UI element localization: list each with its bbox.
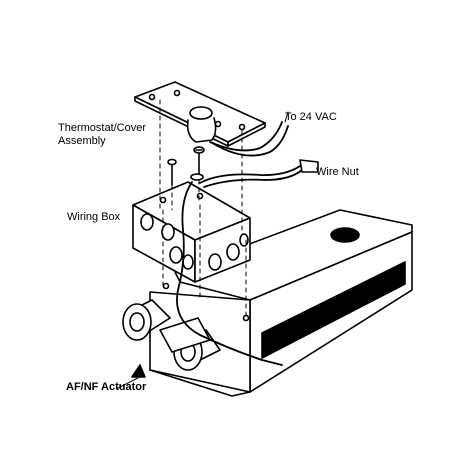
mounting-screws — [167, 146, 205, 186]
top-port-hole — [330, 227, 360, 243]
wiring-box — [132, 181, 251, 283]
actuator-label: AF/NF Actuator — [66, 381, 147, 393]
leader-lines — [117, 111, 289, 389]
thermostat-label-line2: Assembly — [58, 135, 106, 147]
thermostat-label-line1: Thermostat/Cover — [58, 122, 147, 134]
alignment-lines — [159, 99, 247, 319]
actuator-cylinders — [122, 299, 221, 371]
wiring-box-label: Wiring Box — [67, 211, 121, 223]
wire-nut — [299, 159, 319, 173]
wires — [176, 121, 303, 366]
to-24vac-label: To 24 VAC — [285, 111, 337, 123]
wire-nut-label: Wire Nut — [316, 166, 359, 178]
heater-brand-band — [261, 261, 406, 359]
thermostat-cover-plate — [134, 81, 266, 147]
actuator-arrowhead — [131, 364, 146, 378]
